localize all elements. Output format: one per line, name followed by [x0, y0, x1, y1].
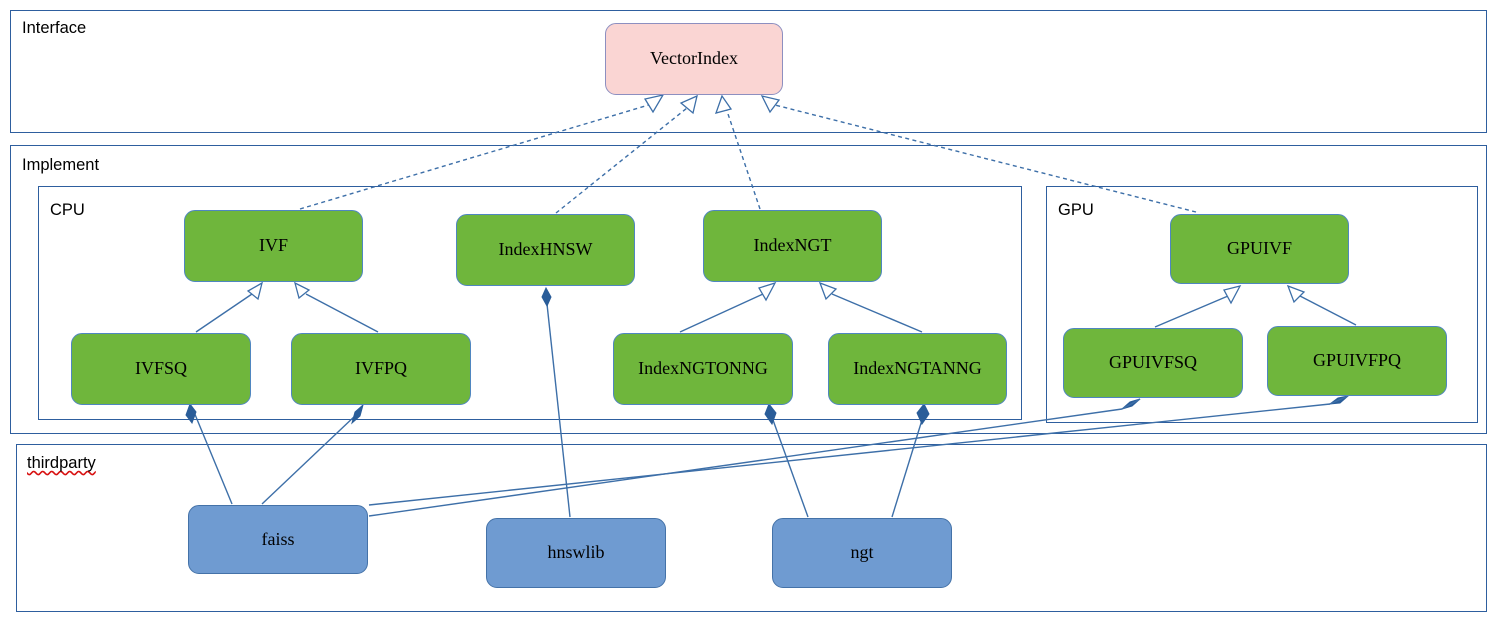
group-implement-label: Implement: [22, 156, 100, 174]
node-ivf-label: IVF: [258, 235, 288, 256]
node-ivfsq-label: IVFSQ: [134, 358, 187, 379]
group-cpu-label: CPU: [50, 201, 85, 219]
group-thirdparty-label: thirdparty: [27, 454, 96, 472]
node-vectorindex[interactable]: VectorIndex: [605, 23, 783, 95]
node-ivfsq[interactable]: IVFSQ: [71, 333, 251, 405]
node-indexngt[interactable]: IndexNGT: [703, 210, 882, 282]
node-faiss-label: faiss: [261, 528, 295, 549]
node-hnswlib-label: hnswlib: [547, 542, 605, 563]
node-indexngtanng[interactable]: IndexNGTANNG: [828, 333, 1007, 405]
group-gpu-label: GPU: [1058, 201, 1094, 219]
node-faiss[interactable]: faiss: [188, 505, 368, 574]
node-hnswlib[interactable]: hnswlib: [486, 518, 666, 588]
node-indexhnsw[interactable]: IndexHNSW: [456, 214, 635, 286]
node-indexhnsw-label: IndexHNSW: [498, 239, 593, 260]
node-ngt-label: ngt: [850, 542, 874, 563]
node-gpuivf[interactable]: GPUIVF: [1170, 214, 1349, 284]
node-gpuivfsq[interactable]: GPUIVFSQ: [1063, 328, 1243, 398]
node-indexngt-label: IndexNGT: [753, 235, 832, 256]
node-ivfpq-label: IVFPQ: [354, 358, 407, 379]
node-indexngtonng-label: IndexNGTONNG: [638, 358, 768, 379]
node-indexngtanng-label: IndexNGTANNG: [853, 358, 982, 379]
node-gpuivf-label: GPUIVF: [1226, 238, 1292, 259]
node-vectorindex-label: VectorIndex: [650, 48, 738, 69]
node-ivfpq[interactable]: IVFPQ: [291, 333, 471, 405]
node-gpuivfpq[interactable]: GPUIVFPQ: [1267, 326, 1447, 396]
node-gpuivfpq-label: GPUIVFPQ: [1312, 350, 1402, 371]
node-indexngtonng[interactable]: IndexNGTONNG: [613, 333, 793, 405]
node-gpuivfsq-label: GPUIVFSQ: [1108, 352, 1198, 373]
node-ngt[interactable]: ngt: [772, 518, 952, 588]
node-ivf[interactable]: IVF: [184, 210, 363, 282]
group-interface-label: Interface: [22, 19, 87, 37]
